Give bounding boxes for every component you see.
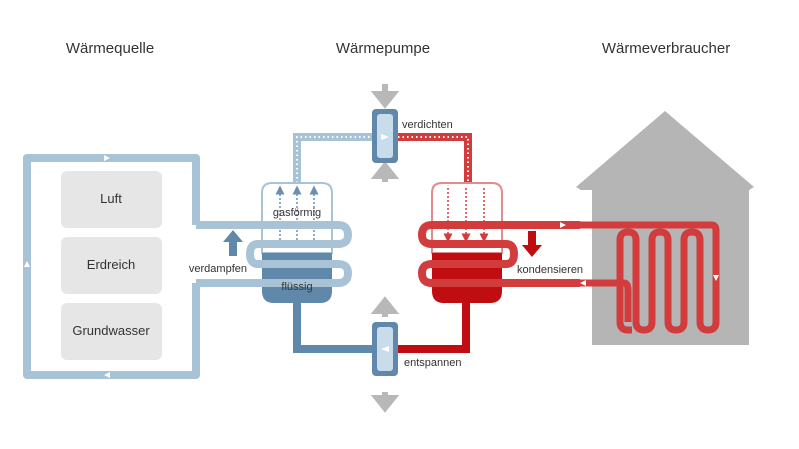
source-box-air: Luft — [61, 171, 162, 228]
hot-liquid-pipe — [398, 302, 470, 353]
flow-arrow-icon — [104, 155, 110, 161]
label-expand: entspannen — [404, 357, 462, 369]
hot-gas-pipe — [398, 133, 472, 183]
source-label: Luft — [100, 191, 122, 206]
compressor — [370, 84, 400, 182]
flow-arrow-icon — [381, 346, 389, 352]
label-gaseous: gasförmig — [273, 207, 321, 219]
flow-arrow-icon — [24, 261, 30, 267]
source-label: Erdreich — [87, 257, 135, 272]
cold-liquid-pipe — [293, 302, 372, 353]
source-label: Grundwasser — [72, 323, 150, 338]
title-heat-pump: Wärmepumpe — [336, 40, 430, 57]
label-condense: kondensieren — [517, 264, 583, 276]
label-liquid: flüssig — [281, 281, 312, 293]
evaporator: gasförmig flüssig — [246, 182, 352, 303]
label-evaporate: verdampfen — [189, 263, 247, 275]
flow-arrow-icon — [713, 275, 719, 281]
flow-arrow-icon — [560, 222, 566, 228]
source-loop — [23, 154, 258, 379]
flow-arrow-icon — [381, 134, 389, 140]
condenser — [418, 182, 580, 303]
title-heat-consumer: Wärmeverbraucher — [602, 40, 730, 57]
source-box-groundwater: Grundwasser — [61, 303, 162, 360]
condense-arrow-icon — [522, 231, 542, 257]
flow-arrow-icon — [580, 280, 586, 286]
label-compress: verdichten — [402, 119, 453, 131]
title-heat-source: Wärmequelle — [66, 40, 154, 57]
source-box-ground: Erdreich — [61, 237, 162, 294]
expansion-valve — [370, 296, 400, 413]
cold-gas-pipe — [293, 133, 372, 183]
evaporate-arrow-icon — [223, 230, 243, 256]
heating-circuit — [560, 221, 720, 334]
flow-arrow-icon — [104, 372, 110, 378]
